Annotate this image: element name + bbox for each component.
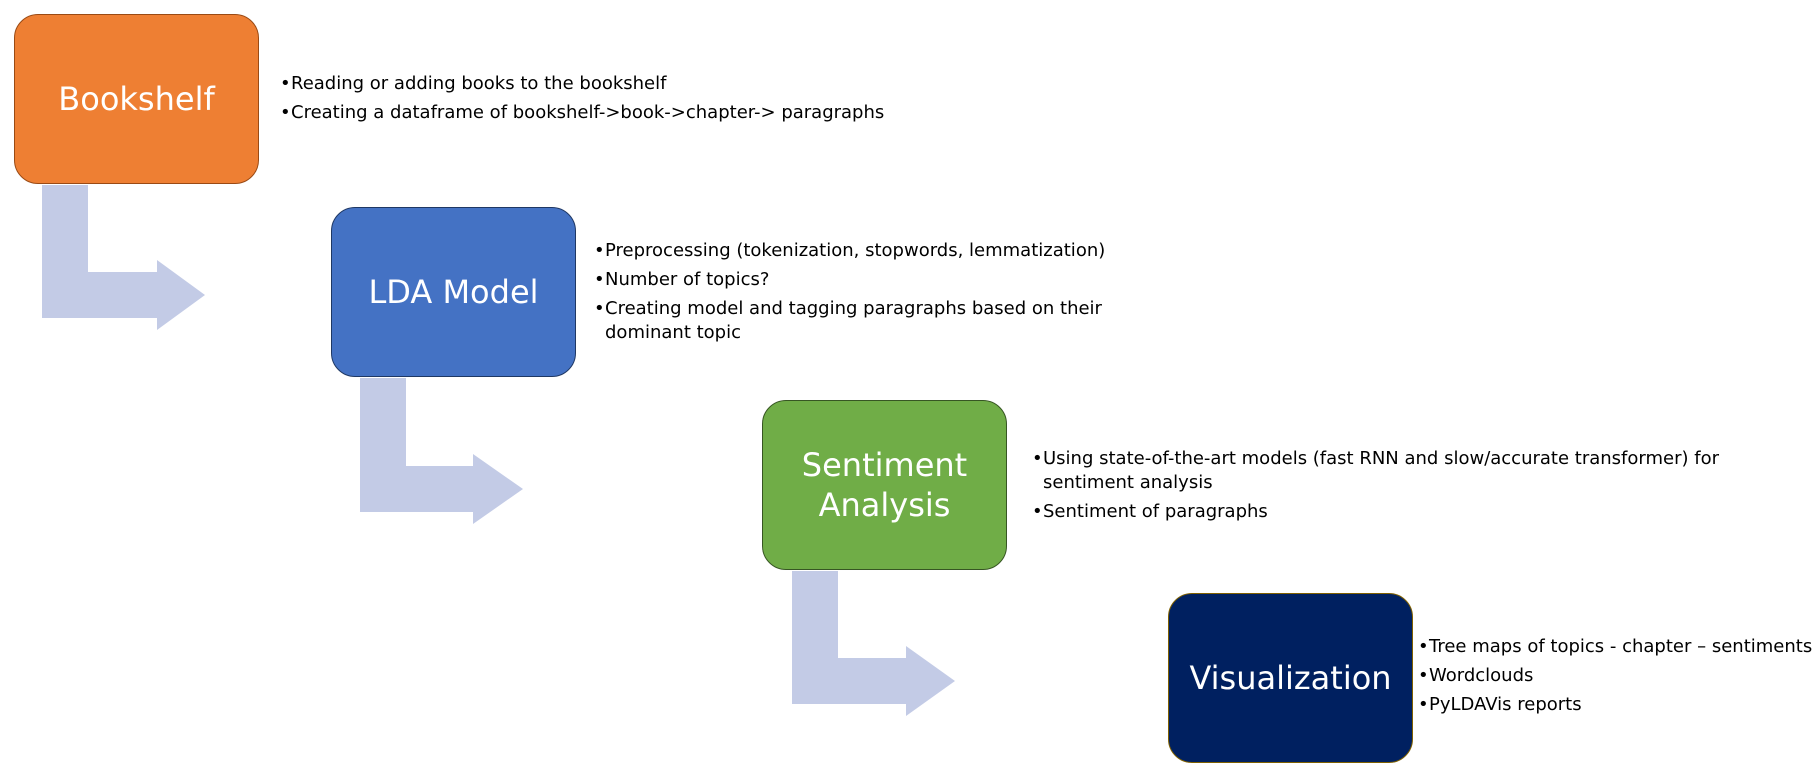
sentiment-analysis-bullets: Using state-of-the-art models (fast RNN … bbox=[1032, 447, 1732, 529]
sentiment-analysis-title-line2: Analysis bbox=[818, 486, 951, 524]
sentiment-analysis-title-line1: Sentiment bbox=[801, 446, 968, 484]
visualization-stage-box: Visualization bbox=[1168, 593, 1413, 763]
bookshelf-bullets: Reading or adding books to the bookshelf… bbox=[280, 72, 920, 130]
visualization-bullets: Tree maps of topics - chapter – sentimen… bbox=[1418, 635, 1814, 722]
lda-model-bullet: Preprocessing (tokenization, stopwords, … bbox=[594, 239, 1114, 263]
bent-arrow-lda-to-sentiment bbox=[360, 378, 523, 524]
bookshelf-bullet: Reading or adding books to the bookshelf bbox=[280, 72, 920, 96]
visualization-bullet: Wordclouds bbox=[1418, 664, 1814, 688]
bookshelf-title: Bookshelf bbox=[58, 80, 215, 118]
bookshelf-stage-box: Bookshelf bbox=[14, 14, 259, 184]
sentiment-analysis-stage-box: Sentiment Analysis bbox=[762, 400, 1007, 570]
lda-model-bullet: Creating model and tagging paragraphs ba… bbox=[594, 297, 1110, 345]
lda-model-bullets: Preprocessing (tokenization, stopwords, … bbox=[594, 239, 1114, 350]
lda-model-stage-box: LDA Model bbox=[331, 207, 576, 377]
lda-model-bullet: Number of topics? bbox=[594, 268, 1114, 292]
bent-arrow-sentiment-to-visualization bbox=[792, 571, 955, 716]
visualization-title: Visualization bbox=[1189, 659, 1392, 697]
sentiment-analysis-bullet: Sentiment of paragraphs bbox=[1032, 500, 1732, 524]
bent-arrow-bookshelf-to-lda bbox=[42, 185, 205, 330]
sentiment-analysis-bullet: Using state-of-the-art models (fast RNN … bbox=[1032, 447, 1732, 495]
visualization-bullet: Tree maps of topics - chapter – sentimen… bbox=[1418, 635, 1814, 659]
lda-model-title: LDA Model bbox=[368, 273, 539, 311]
visualization-bullet: PyLDAVis reports bbox=[1418, 693, 1814, 717]
bookshelf-bullet: Creating a dataframe of bookshelf->book-… bbox=[280, 101, 920, 125]
